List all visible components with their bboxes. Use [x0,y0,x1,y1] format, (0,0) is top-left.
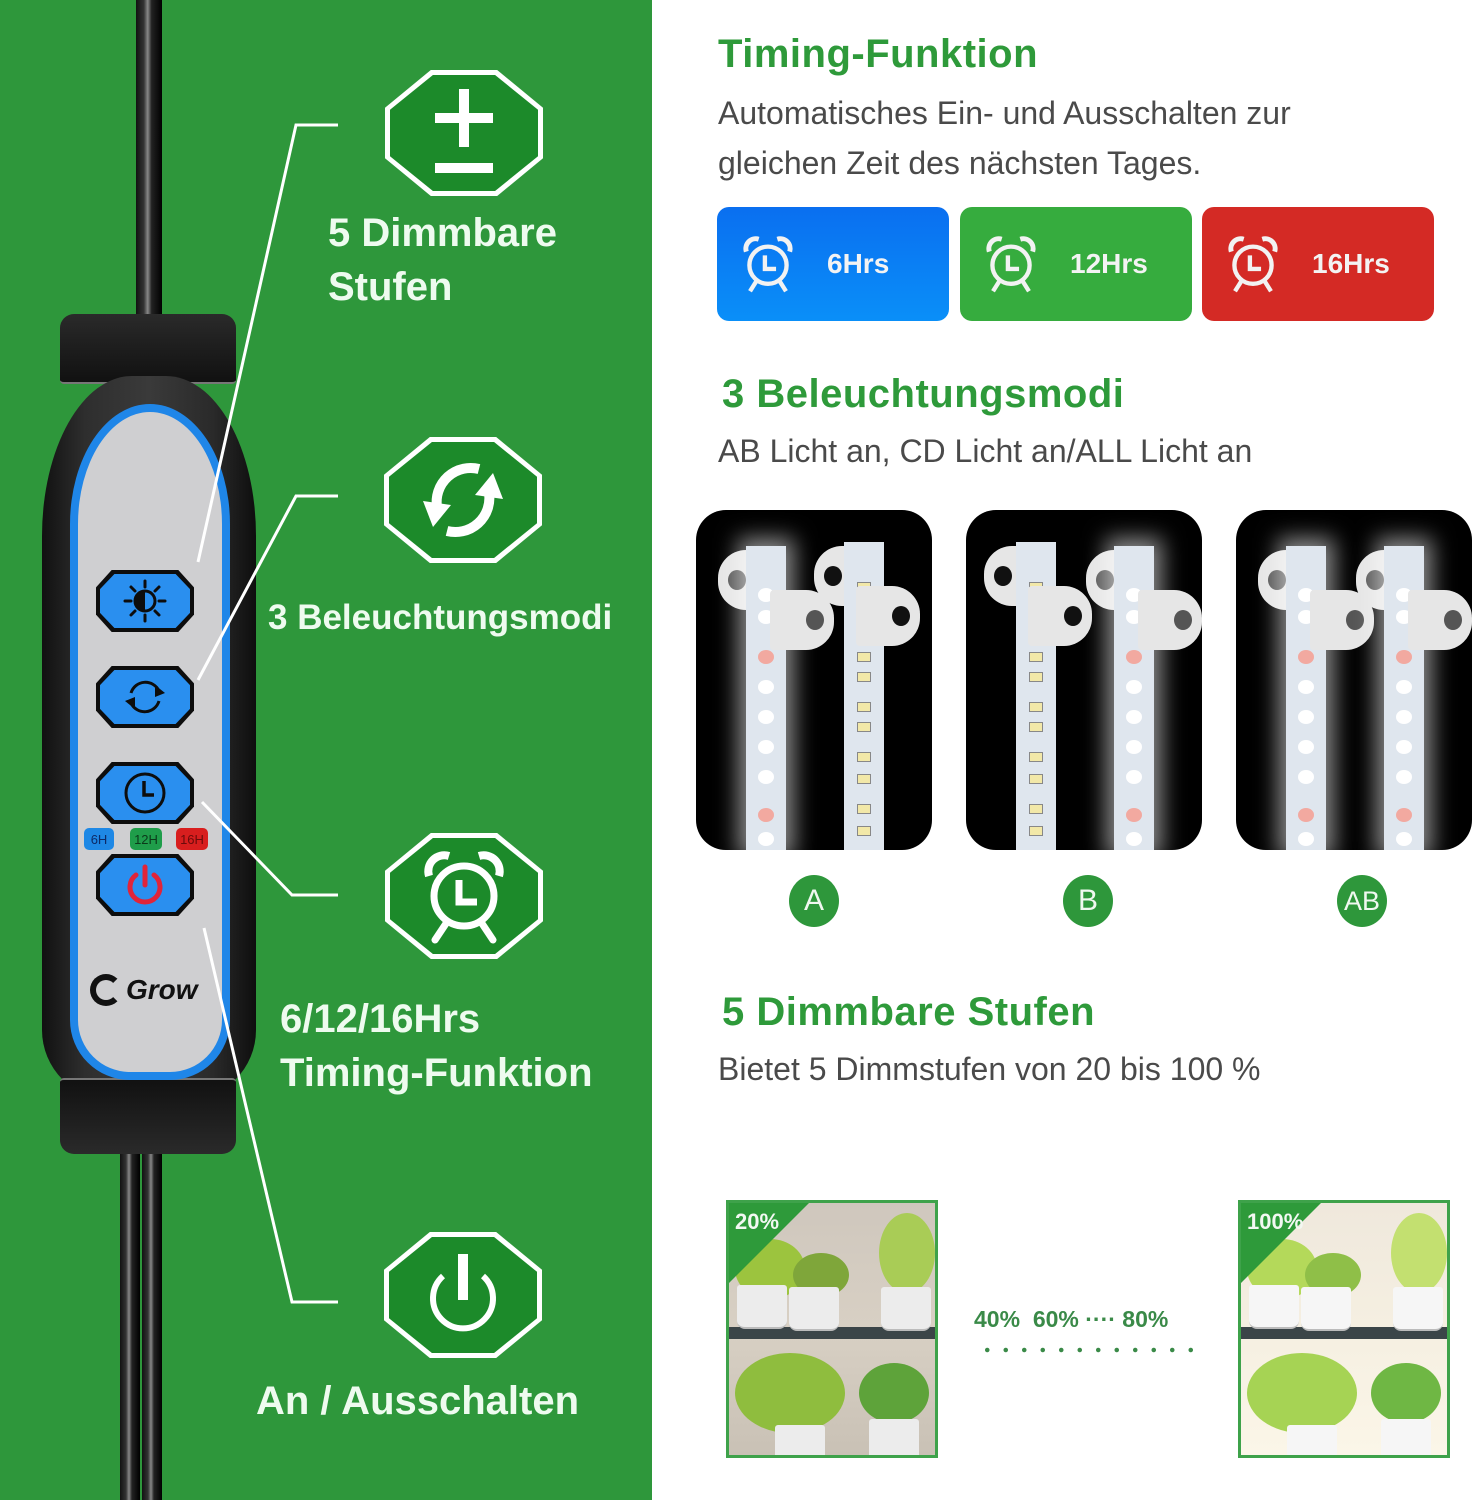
percent-corner-flag [729,1203,809,1283]
percent-label-high: 100% [1247,1209,1304,1234]
remote-top-cap [60,314,236,384]
dotted-progress-line [978,1347,1200,1353]
timer-tag-6h: 6H [84,828,114,850]
timing-description: Automatisches Ein- und Ausschalten zur g… [718,88,1291,188]
led-bar-lit [1114,546,1154,850]
timer-tag-16h: 16H [176,828,208,850]
level-ellipsis: ···· [1085,1306,1116,1332]
timer-card-12hrs: 12Hrs [960,207,1192,321]
level-60: 60% [1032,1306,1079,1332]
label-line: An / Ausschalten [256,1379,580,1423]
cable-top [136,0,162,320]
brand-logo: Grow [90,974,198,1006]
timer-card-6hrs: 6Hrs [717,207,949,321]
brand-mark-icon [90,974,122,1006]
clock-icon [124,772,166,814]
dimming-description: Bietet 5 Dimmstufen von 20 bis 100 % [718,1051,1261,1087]
mode-preview-b [966,510,1202,850]
alarm-clock-icon [743,236,793,293]
cycle-arrows-icon [423,462,503,538]
cable-bottom-left [120,1150,140,1500]
remote-mode-button[interactable] [96,666,194,728]
modes-title: 3 Beleuchtungsmodi [722,372,1125,416]
plus-minus-icon [435,89,493,173]
led-bar-lit [1384,546,1424,850]
timer-tag-label: 6H [90,831,108,847]
timer-tag-label: 12H [134,831,158,847]
timer-tag-label: 16H [180,831,204,847]
dimming-feature-badge [385,70,543,196]
dimming-title: 5 Dimmbare Stufen [722,990,1096,1034]
modes-feature-label: 3 Beleuchtungsmodi [268,594,612,641]
mount-bracket [1408,590,1472,650]
alarm-clock-icon [424,851,504,944]
percent-corner-flag [1241,1203,1321,1283]
mode-preview-ab [1236,510,1472,850]
mode-preview-a [696,510,932,850]
power-feature-badge [384,1232,542,1358]
timer-card-label: 16Hrs [1312,248,1390,279]
label-line: 3 Beleuchtungsmodi [268,598,613,637]
timer-feature-badge [385,833,543,959]
mode-badge-b: B [1063,875,1113,927]
modes-description: AB Licht an, CD Licht an/ALL Licht an [718,433,1253,469]
label-line: 6/12/16Hrs [280,997,481,1041]
label-line: Timing-Funktion [280,1051,593,1095]
feature-callout-panel: 6H 12H 16H Grow [0,0,652,1500]
label-line: 5 Dimmbare [328,211,557,255]
mount-bracket [856,586,920,646]
timer-feature-label: 6/12/16Hrs Timing-Funktion [280,992,593,1100]
brightness-icon [123,579,167,623]
mode-badge-ab: AB [1337,875,1387,927]
mount-bracket [1028,586,1092,646]
remote-timer-button[interactable] [96,762,194,824]
level-80: 80% [1122,1306,1169,1332]
timer-card-label: 12Hrs [1070,248,1148,279]
cable-bottom-right [142,1150,162,1500]
cycle-icon [125,680,165,714]
power-icon [430,1254,496,1332]
remote-power-button[interactable] [96,854,194,916]
remote-controller: 6H 12H 16H Grow [34,312,260,1162]
timer-card-label: 6Hrs [827,248,890,279]
label-line: Stufen [328,265,453,309]
alarm-clock-icon [1228,236,1278,293]
dimming-feature-label: 5 Dimmbare Stufen [328,206,557,314]
description-line: gleichen Zeit des nächsten Tages. [718,145,1202,181]
description-line: Automatisches Ein- und Ausschalten zur [718,95,1291,131]
brand-name: Grow [126,974,198,1005]
timer-tag-12h: 12H [130,828,162,850]
modes-feature-badge [384,437,542,563]
power-icon [127,864,163,905]
remote-brightness-button[interactable] [96,570,194,632]
mode-badge-a: A [789,875,839,927]
dimming-photo-low: 20% [726,1200,938,1458]
mount-bracket [1138,590,1202,650]
percent-label-low: 20% [735,1209,780,1234]
mount-bracket [770,590,834,650]
timing-title: Timing-Funktion [718,32,1039,76]
intermediate-levels: 40% 60% ···· 80% [974,1306,1168,1333]
level-40: 40% [974,1306,1021,1332]
alarm-clock-icon [986,236,1036,293]
timer-card-16hrs: 16Hrs [1202,207,1434,321]
dimming-photo-high: 100% [1238,1200,1450,1458]
remote-bottom-cap [60,1078,236,1154]
power-feature-label: An / Ausschalten [256,1374,579,1428]
